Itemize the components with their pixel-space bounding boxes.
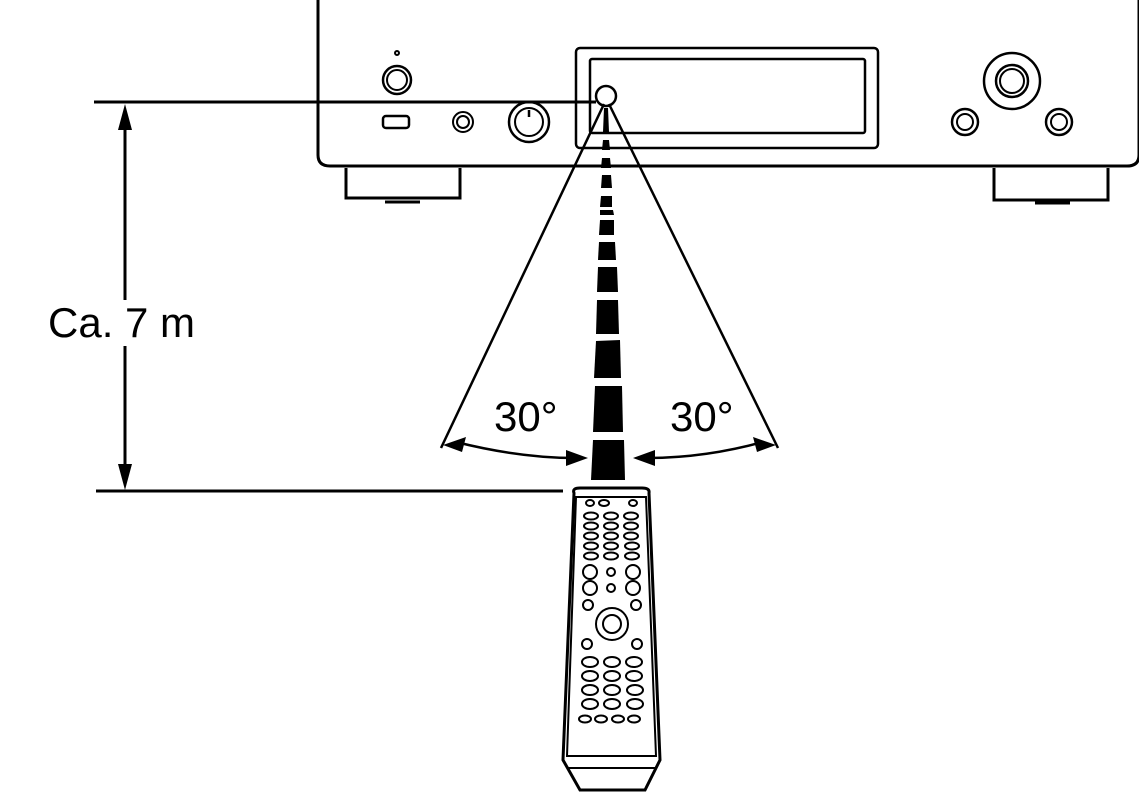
usb-port [381, 114, 411, 130]
right-foot [992, 168, 1110, 202]
right-angle-label: 30° [670, 393, 734, 440]
main-knob [994, 63, 1030, 99]
remote-control [561, 486, 662, 792]
left-foot [344, 168, 462, 200]
right-small-button [1044, 107, 1074, 137]
distance-label: Ca. 7 m [48, 299, 196, 346]
ir-beam [591, 108, 625, 480]
cone-right-edge [607, 103, 780, 449]
small-jack [452, 111, 474, 133]
ir-sensor [594, 84, 618, 108]
power-button [381, 64, 413, 96]
display-window [588, 57, 867, 135]
cone-left-edge [439, 103, 606, 449]
left-angle-arc [455, 440, 576, 460]
display-frame [574, 46, 880, 150]
main-unit-body [316, 0, 1139, 168]
left-angle-label: 30° [494, 393, 558, 440]
right-angle-arc [647, 440, 764, 460]
main-knob-outer [982, 51, 1042, 111]
standby-indicator [394, 50, 400, 56]
left-small-button [950, 107, 980, 137]
